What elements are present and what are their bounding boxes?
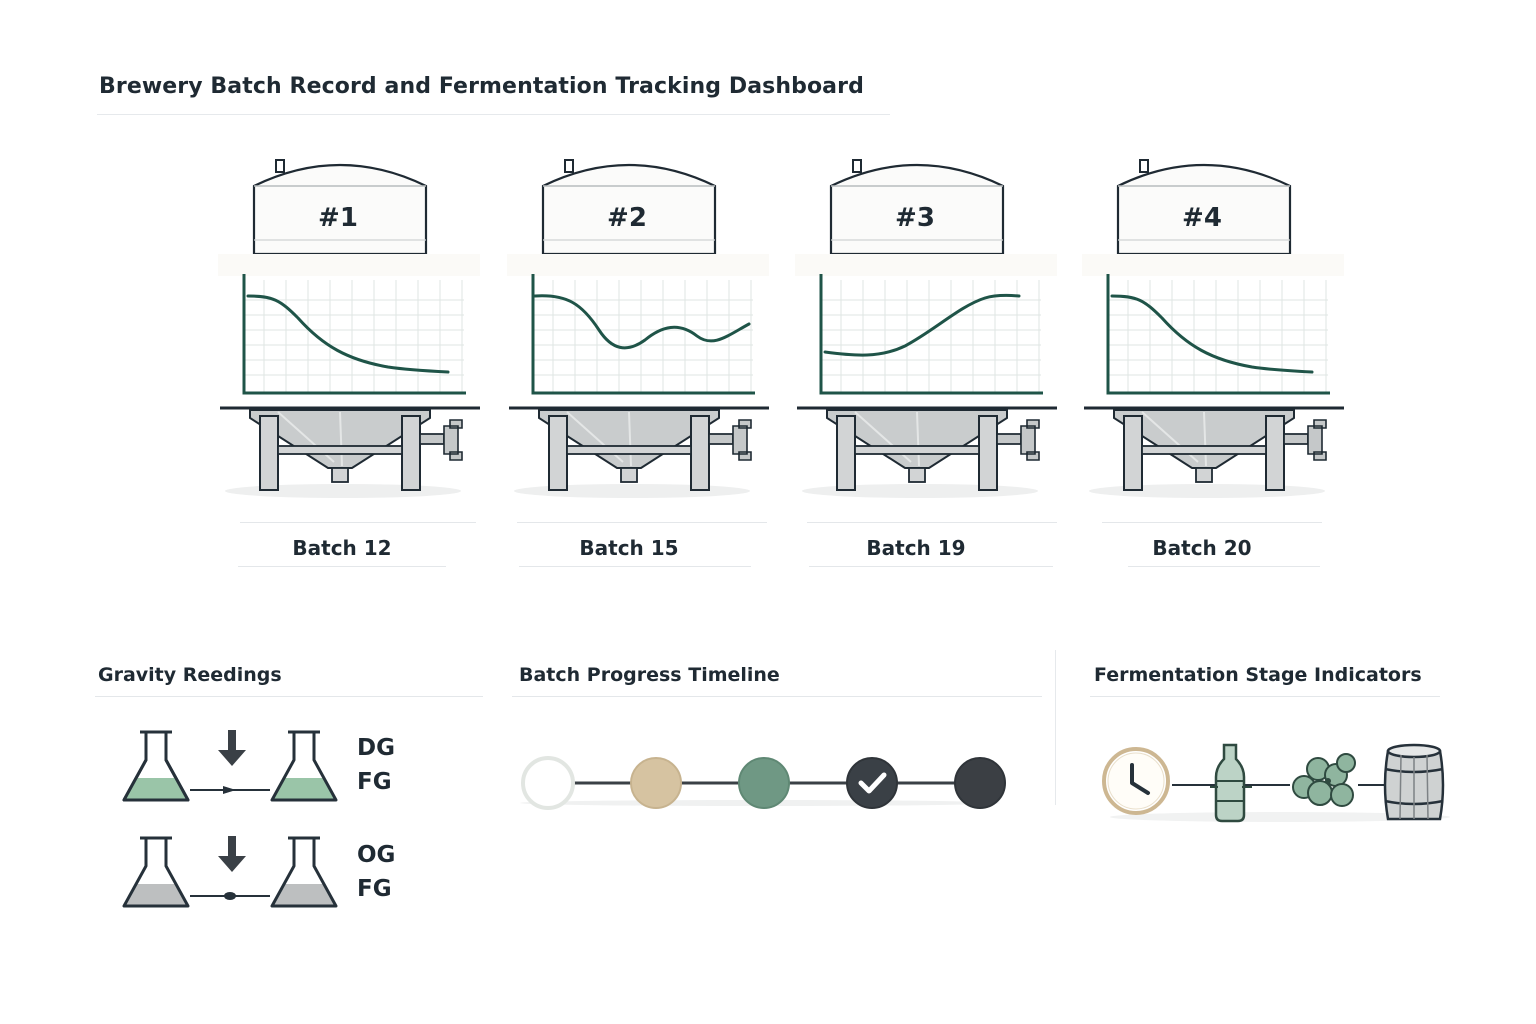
gravity-trend-line [246, 294, 450, 374]
stage-heading-divider [1090, 696, 1440, 697]
page-title: Brewery Batch Record and Fermentation Tr… [99, 74, 864, 99]
tank-card-4[interactable]: #4 Batch 20 [1082, 150, 1352, 630]
flask-icon [270, 730, 338, 802]
tank-leg [1265, 415, 1285, 491]
gravity-row-1 [122, 730, 338, 802]
tank-leg [836, 415, 856, 491]
gravity-label-bottom: FG [357, 876, 392, 902]
trend-axis [819, 274, 1043, 395]
stage-indicators-heading: Fermentation Stage Indicators [1094, 664, 1422, 686]
tank-brace [1141, 445, 1267, 455]
trend-grid [821, 280, 1041, 392]
flask-icon [122, 730, 190, 802]
batch-label: Batch 19 [866, 536, 966, 560]
timeline-step-packaged[interactable] [954, 757, 1006, 809]
trend-axis [242, 274, 466, 395]
tank-card-1[interactable]: #1 Batch 12 [218, 150, 488, 630]
valve-icon [996, 433, 1022, 445]
trend-grid [244, 280, 464, 392]
timeline-step-pending[interactable] [521, 756, 575, 810]
tank-brace [854, 445, 980, 455]
tank-leg [978, 415, 998, 491]
valve-icon [1283, 433, 1309, 445]
flask-icon [270, 836, 338, 908]
tank-leg [690, 415, 710, 491]
tank-number: #4 [1182, 203, 1222, 233]
tank-leg [1123, 415, 1143, 491]
tank-number: #2 [607, 203, 647, 233]
timeline-step-complete[interactable] [846, 757, 898, 809]
progress-timeline [520, 756, 1006, 810]
tank-leg [401, 415, 421, 491]
stage-indicators [1102, 743, 1450, 823]
timeline-heading: Batch Progress Timeline [519, 664, 780, 686]
vent-icon [275, 159, 285, 173]
tank-outlet [620, 467, 638, 483]
batch-label: Batch 12 [292, 536, 392, 560]
tank-card-2[interactable]: #2 Batch 15 [507, 150, 777, 630]
hops-icon[interactable] [1292, 753, 1356, 807]
batch-label: Batch 20 [1152, 536, 1252, 560]
batch-label: Batch 15 [579, 536, 679, 560]
batch-divider-top [517, 522, 767, 523]
arrow-down-icon [218, 836, 246, 872]
batch-divider-top [1102, 522, 1322, 523]
tank-number: #3 [895, 203, 935, 233]
bottle-icon[interactable] [1210, 743, 1252, 823]
fermenter-tank-icon: #3 [795, 159, 1057, 498]
title-divider [97, 114, 890, 115]
tank-card-3[interactable]: #3 Batch 19 [795, 150, 1065, 630]
trend-grid [1108, 280, 1328, 392]
timeline-heading-divider [512, 696, 1042, 697]
vent-icon [564, 159, 574, 173]
gravity-row-2 [122, 836, 338, 908]
tank-outlet [908, 467, 926, 483]
gravity-label-top: OG [357, 842, 396, 868]
tank-leg [259, 415, 279, 491]
timeline-step-ferment[interactable] [738, 757, 790, 809]
timeline-step-mash[interactable] [630, 757, 682, 809]
gravity-trend-line [823, 293, 1021, 357]
tank-outlet [1195, 467, 1213, 483]
tank-leg [548, 415, 568, 491]
flask-icon [122, 836, 190, 908]
arrow-down-icon [218, 730, 246, 766]
gravity-heading-divider [95, 696, 483, 697]
tank-number: #1 [318, 203, 358, 233]
trend-axis [531, 274, 755, 395]
batch-divider-top [807, 522, 1057, 523]
batch-divider-bottom [238, 566, 446, 567]
gravity-readings-heading: Gravity Reedings [98, 664, 282, 686]
valve-icon [708, 433, 734, 445]
batch-divider-bottom [1128, 566, 1320, 567]
vent-icon [1139, 159, 1149, 173]
gravity-trend-line [1110, 294, 1314, 374]
clock-icon[interactable] [1102, 747, 1170, 815]
tank-brace [566, 445, 692, 455]
valve-icon [419, 433, 445, 445]
gravity-label-top: DG [357, 735, 395, 761]
check-icon [858, 772, 887, 794]
fermenter-tank-icon: #1 [218, 159, 480, 498]
batch-divider-bottom [809, 566, 1053, 567]
batch-divider-bottom [519, 566, 751, 567]
gravity-label-bottom: FG [357, 769, 392, 795]
gravity-trend-line [533, 294, 751, 350]
batch-divider-top [240, 522, 476, 523]
gravity-diagram [122, 730, 338, 908]
trend-grid [533, 280, 753, 392]
tank-brace [277, 445, 403, 455]
barrel-icon[interactable] [1383, 743, 1445, 821]
vent-icon [852, 159, 862, 173]
section-divider [1055, 650, 1056, 805]
tank-outlet [331, 467, 349, 483]
fermenter-tank-icon: #2 [507, 159, 769, 498]
trend-axis [1106, 274, 1330, 395]
fermenter-tank-icon: #4 [1082, 159, 1344, 498]
